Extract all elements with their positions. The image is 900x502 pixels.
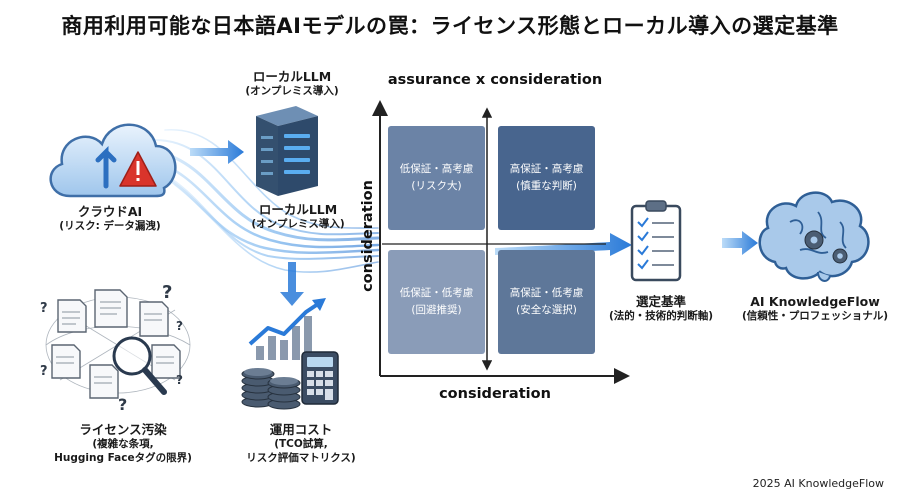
svg-text:?: ?	[162, 282, 172, 303]
license-contamination-label: ライセンス汚染 (複雑な条項, Hugging Faceタグの限界)	[38, 422, 208, 466]
quadrant-top-right: 高保証・高考慮 (慎重な判断)	[498, 126, 595, 230]
svg-text:?: ?	[40, 364, 48, 379]
cloud-ai-title: クラウドAI	[77, 204, 143, 219]
calculator	[301, 351, 339, 405]
local-llm-mid-label: ローカルLLM (オンプレミス導入)	[228, 202, 368, 232]
cost-subtitle-1: (TCO試算,	[274, 438, 328, 451]
matrix-title: assurance x consideration	[387, 72, 603, 88]
svg-text:?: ?	[40, 301, 48, 316]
checklist-clipboard-icon	[630, 200, 682, 282]
quadrant-top-left-line1: 低保証・高考慮	[399, 163, 474, 176]
svg-text:?: ?	[176, 373, 183, 387]
selection-criteria-label: 選定基準 (法的・技術的判断軸)	[596, 294, 726, 324]
documents-magnifier-icon: ? ? ? ? ? ?	[40, 282, 191, 414]
quadrant-bottom-left: 低保証・低考慮 (回避推奨)	[388, 250, 485, 354]
license-subtitle-2: Hugging Faceタグの限界)	[54, 451, 192, 464]
page-title: 商用利用可能な日本語AIモデルの罠：ライセンス形態とローカル導入の選定基準	[61, 14, 839, 38]
brain-gear-icon	[758, 191, 870, 282]
local-llm-mid-title: ローカルLLM	[258, 202, 338, 217]
cloud-alert-icon	[49, 123, 177, 198]
knowledgeflow-title: AI KnowledgeFlow	[750, 294, 880, 309]
matrix-axes	[372, 100, 630, 384]
license-subtitle-1: (複雑な条項,	[92, 438, 154, 451]
matrix-y-axis-label: consideration	[360, 180, 376, 292]
knowledgeflow-label: AI KnowledgeFlow (信頼性・プロフェッショナル)	[730, 294, 900, 324]
arrow-to-knowledgeflow	[722, 231, 758, 255]
local-llm-top-label: ローカルLLM (オンプレミス導入)	[222, 69, 362, 99]
footer-credit: 2025 AI KnowledgeFlow	[752, 477, 884, 490]
svg-text:?: ?	[118, 395, 127, 414]
cloud-ai-label: クラウドAI (リスク: データ漏洩)	[40, 204, 180, 234]
knowledgeflow-subtitle: (信頼性・プロフェッショナル)	[741, 310, 889, 323]
matrix-x-axis-label: consideration	[439, 386, 551, 402]
coins-chart-calculator-icon	[241, 298, 339, 410]
criteria-subtitle: (法的・技術的判断軸)	[608, 310, 714, 323]
quadrant-top-left-line2: (リスク大)	[411, 180, 462, 192]
cloud-ai-subtitle: (リスク: データ漏洩)	[59, 220, 161, 233]
arrow-to-cost	[280, 262, 304, 306]
local-llm-top-subtitle: (オンプレミス導入)	[245, 85, 339, 98]
quadrant-top-left: 低保証・高考慮 (リスク大)	[388, 126, 485, 230]
quadrant-bottom-left-line2: (回避推奨)	[411, 304, 462, 316]
operating-cost-label: 運用コスト (TCO試算, リスク評価マトリクス)	[226, 422, 376, 466]
quadrant-bottom-right-line2: (安全な選択)	[516, 304, 577, 316]
cost-title: 運用コスト	[269, 422, 333, 437]
quadrant-top-right-line1: 高保証・高考慮	[509, 163, 584, 176]
local-llm-top-title: ローカルLLM	[252, 69, 332, 84]
criteria-title: 選定基準	[635, 294, 686, 309]
arrow-to-local-llm	[190, 140, 244, 164]
svg-text:?: ?	[176, 319, 183, 333]
quadrant-bottom-right: 高保証・低考慮 (安全な選択)	[498, 250, 595, 354]
cost-subtitle-2: リスク評価マトリクス)	[246, 451, 356, 464]
server-icon	[256, 106, 318, 196]
license-title: ライセンス汚染	[79, 422, 167, 437]
coin-stack	[241, 368, 301, 410]
quadrant-top-right-line2: (慎重な判断)	[516, 180, 577, 192]
quadrant-bottom-left-line1: 低保証・低考慮	[399, 287, 474, 300]
quadrant-bottom-right-line1: 高保証・低考慮	[509, 287, 584, 300]
local-llm-mid-subtitle: (オンプレミス導入)	[251, 218, 345, 231]
